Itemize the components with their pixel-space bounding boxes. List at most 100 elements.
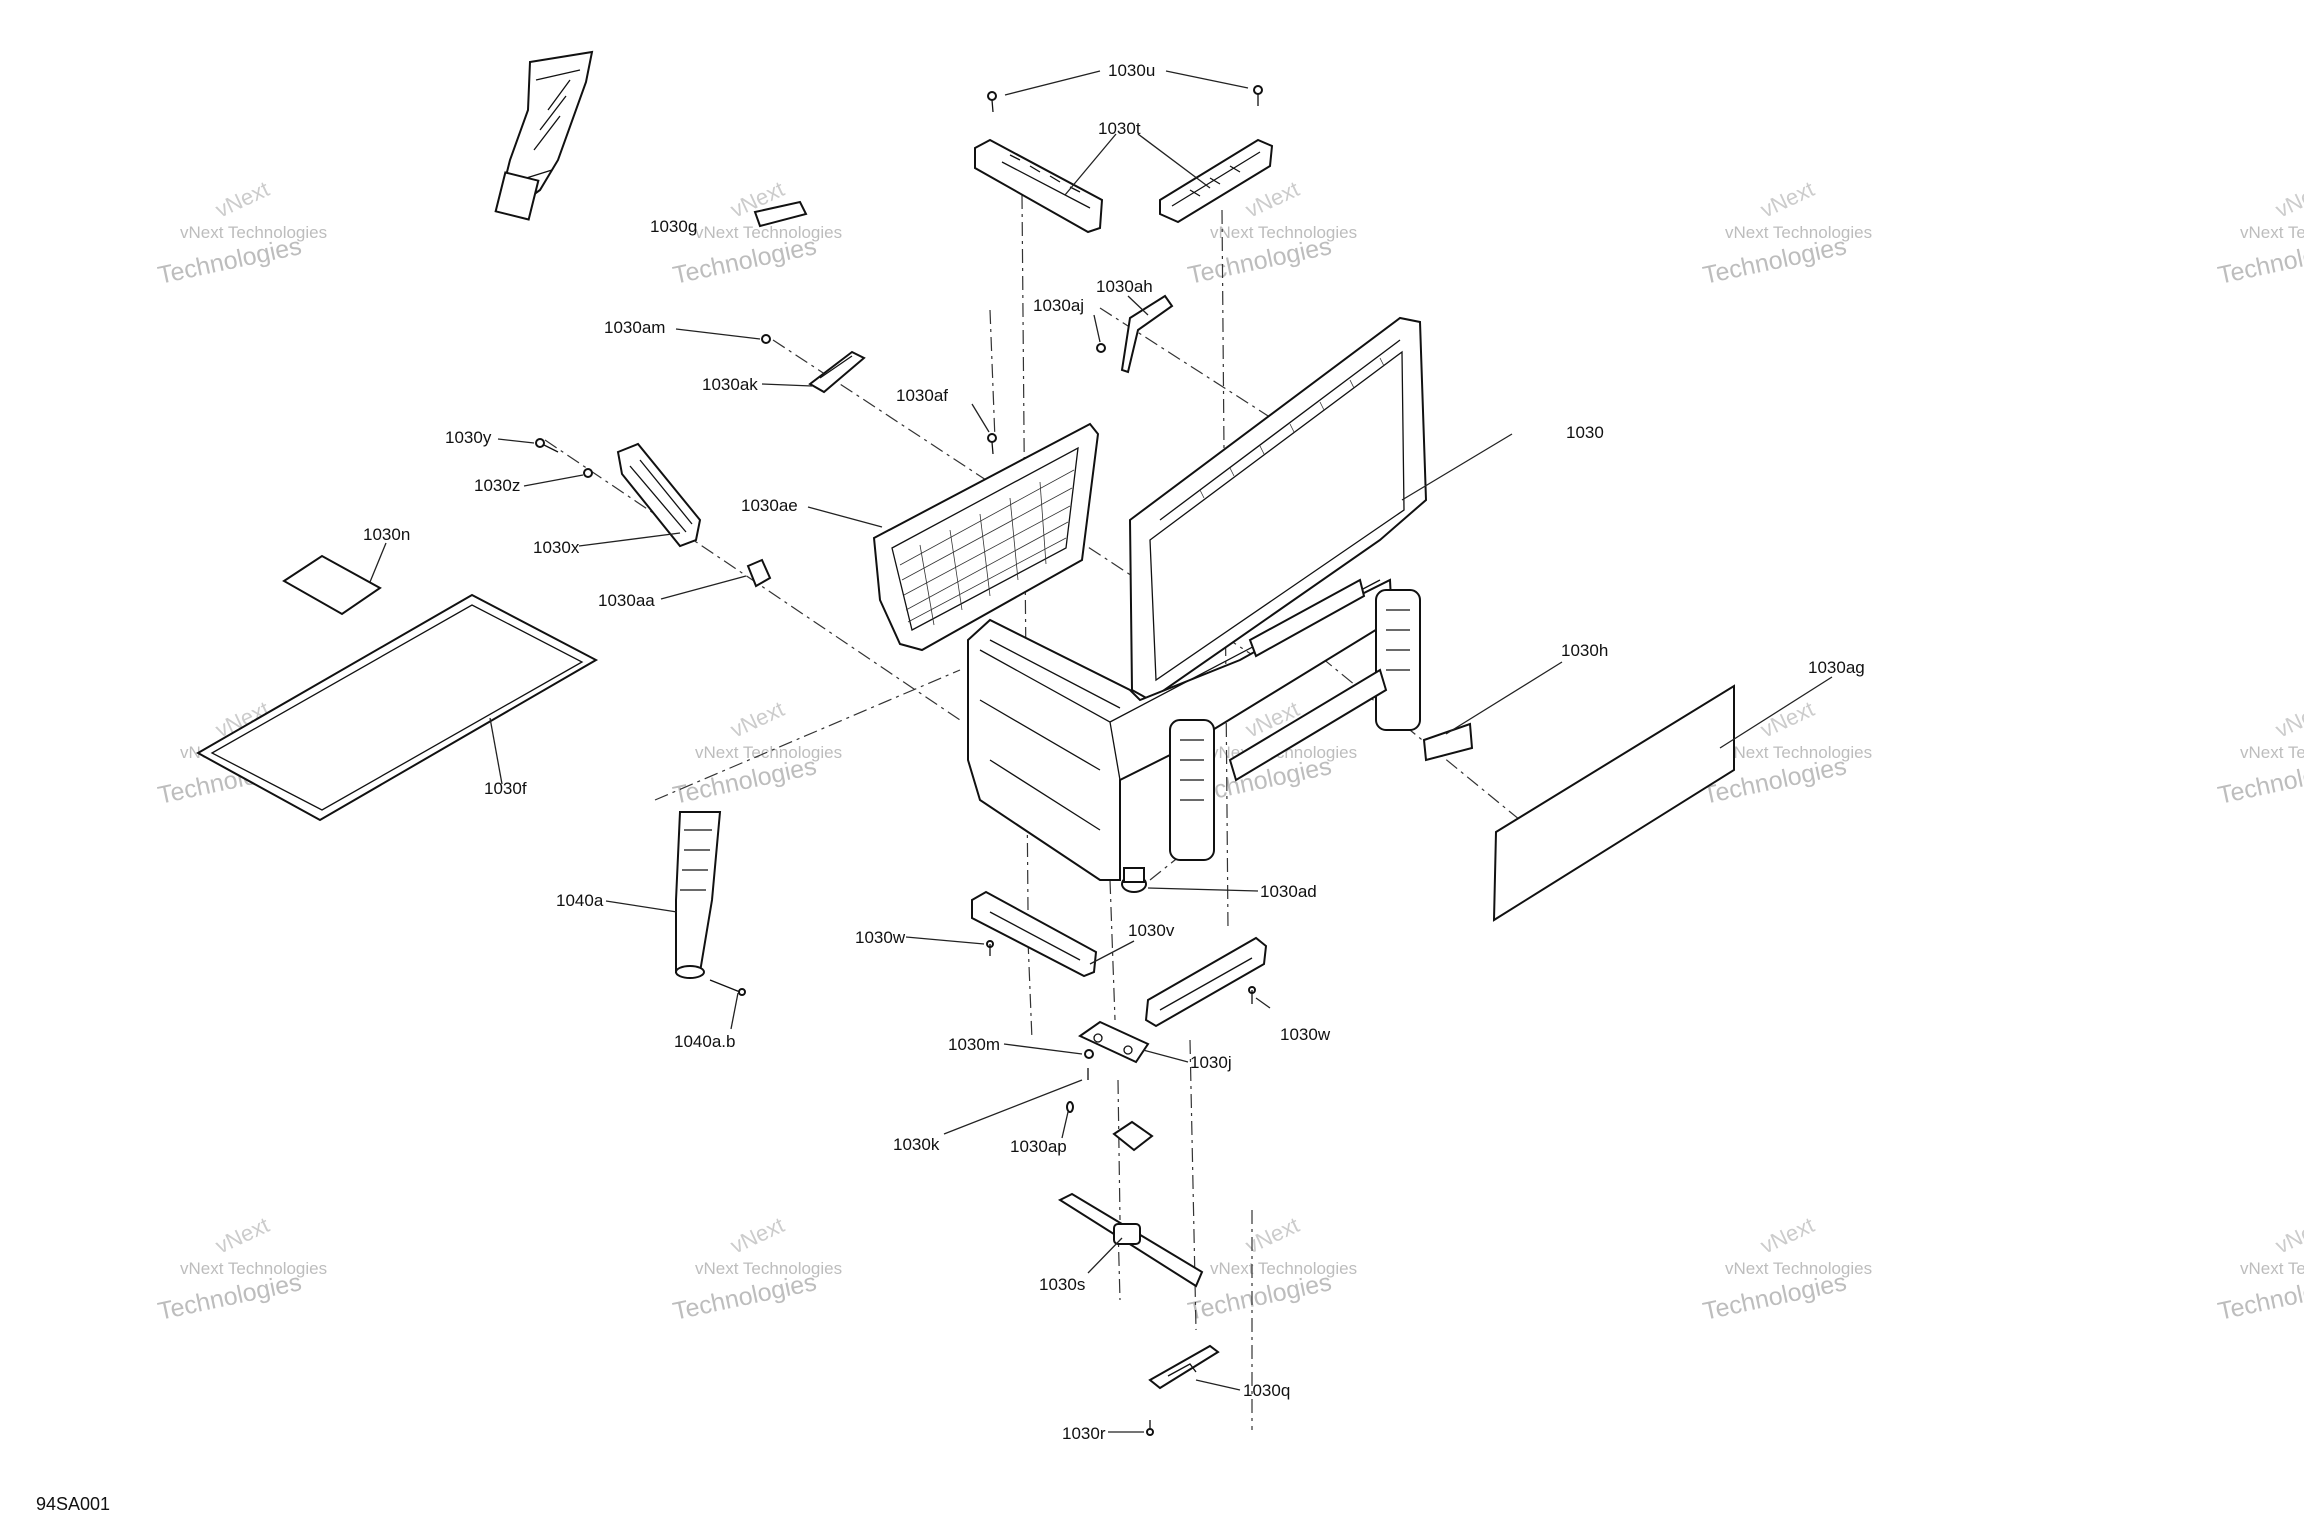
callout-1030u: 1030u xyxy=(1108,61,1155,80)
watermark-line1: vNext Technologies xyxy=(1210,223,1357,242)
watermark: vNext vNext Technologies Technologies xyxy=(2215,1212,2304,1326)
callout-1030s: 1030s xyxy=(1039,1275,1085,1294)
watermark: vNext vNext Technologies Technologies xyxy=(1185,1212,1357,1326)
callout-1030r: 1030r xyxy=(1062,1424,1106,1443)
plate-1030ak xyxy=(808,350,866,394)
callout-1030ag: 1030ag xyxy=(1808,658,1865,677)
callout-1030aj: 1030aj xyxy=(1033,296,1084,315)
callout-1030t: 1030t xyxy=(1098,119,1141,138)
callout-1030w-right: 1030w xyxy=(1280,1025,1331,1044)
callout-1030g: 1030g xyxy=(650,217,697,236)
foot-1030v-left xyxy=(971,890,1098,978)
watermark: vNext vNext Technologies Technologies xyxy=(670,696,842,810)
decal-1030h xyxy=(1422,722,1474,762)
bracket-1030t-right xyxy=(1159,138,1274,224)
watermark-cross: vNext xyxy=(212,176,274,222)
callout-1030ak: 1030ak xyxy=(702,375,758,394)
watermark-cross: vNext xyxy=(2272,1212,2304,1258)
screw-1030af xyxy=(987,433,997,455)
callout-1030q: 1030q xyxy=(1243,1381,1290,1400)
watermark-line1: vNext Technologies xyxy=(2240,1259,2304,1278)
watermark-line1: vNext Technologies xyxy=(2240,223,2304,242)
watermark-cross: vNext xyxy=(727,1212,789,1258)
watermark-line1: vNext Technologies xyxy=(180,1259,327,1278)
callout-1030aa: 1030aa xyxy=(598,591,655,610)
callout-1030k: 1030k xyxy=(893,1135,940,1154)
callout-1040a: 1040a xyxy=(556,891,604,910)
callout-1030z: 1030z xyxy=(474,476,520,495)
watermark-line1: vNext Technologies xyxy=(695,223,842,242)
watermark-cross: vNext xyxy=(727,696,789,742)
bracket-1030q xyxy=(1148,1344,1220,1390)
watermark-line1: vNext Technologies xyxy=(180,223,327,242)
watermark-line1: vNext Technologies xyxy=(1725,743,1872,762)
watermark-line1: vNext Technologies xyxy=(695,1259,842,1278)
callout-1030h: 1030h xyxy=(1561,641,1608,660)
figure-id: 94SA001 xyxy=(36,1494,111,1514)
washer-1030aj xyxy=(1096,343,1106,353)
screw-1030w-left xyxy=(986,940,994,956)
watermark: vNext vNext Technologies Technologies xyxy=(670,1212,842,1326)
callout-1030y: 1030y xyxy=(445,428,492,447)
callout-1030v: 1030v xyxy=(1128,921,1175,940)
clip-1030aa xyxy=(746,558,772,588)
box-leg-front xyxy=(1169,719,1215,861)
decal-1030g xyxy=(753,200,808,228)
screw-1030u-left xyxy=(987,91,997,113)
callout-1030w-left: 1030w xyxy=(855,928,906,947)
watermark-line1: vNext Technologies xyxy=(2240,743,2304,762)
callout-1030af: 1030af xyxy=(896,386,948,405)
strap-1030s xyxy=(1057,1192,1204,1288)
watermark-line1: vNext Technologies xyxy=(695,743,842,762)
washer-1030z xyxy=(583,468,593,478)
callout-1030m: 1030m xyxy=(948,1035,1000,1054)
screw-1030w-right xyxy=(1248,986,1256,1004)
watermark-cross: vNext xyxy=(1757,1212,1819,1258)
callout-1030am: 1030am xyxy=(604,318,665,337)
watermark-cross: vNext xyxy=(212,1212,274,1258)
bumper-1030ad xyxy=(1121,867,1147,893)
screw-1030y xyxy=(535,438,559,453)
screw-1030r xyxy=(1146,1420,1154,1436)
handle-1030x xyxy=(616,442,702,548)
rod-holder-leg-1040a xyxy=(675,811,722,979)
callout-1030: 1030 xyxy=(1566,423,1604,442)
mesh-lid-1030ae xyxy=(872,422,1100,652)
watermark-cross: vNext xyxy=(2272,176,2304,222)
callout-1040a-b: 1040a.b xyxy=(674,1032,735,1051)
callout-1030f: 1030f xyxy=(484,779,527,798)
box-leg-back xyxy=(1375,589,1421,731)
watermark: vNext vNext Technologies Technologies xyxy=(1700,1212,1872,1326)
screw-1040a-b xyxy=(709,979,746,996)
watermark-line1: vNext Technologies xyxy=(1725,223,1872,242)
washer-1030am xyxy=(761,334,771,344)
rod-holder-leg-top xyxy=(494,50,594,221)
watermark-line1: vNext Technologies xyxy=(1210,1259,1357,1278)
callout-1030ah: 1030ah xyxy=(1096,277,1153,296)
mount-plate-1030j xyxy=(1078,1020,1150,1064)
leader-lines xyxy=(369,70,1833,1433)
watermark-line1: vNext Technologies xyxy=(1725,1259,1872,1278)
callout-1030ae: 1030ae xyxy=(741,496,798,515)
callout-1030x: 1030x xyxy=(533,538,580,557)
pad-1030ap xyxy=(1112,1120,1154,1152)
parts xyxy=(195,50,1735,1436)
watermark-cross: vNext xyxy=(1242,1212,1304,1258)
watermark-cross: vNext xyxy=(2272,696,2304,742)
watermark-layer: vNext vNext Technologies Technologies vN… xyxy=(155,176,2304,1326)
washer-1030m xyxy=(1084,1049,1094,1059)
card-1030n xyxy=(282,554,382,616)
nut-1030ap xyxy=(1066,1101,1074,1113)
callout-1030ap: 1030ap xyxy=(1010,1137,1067,1156)
callout-1030ad: 1030ad xyxy=(1260,882,1317,901)
watermark: vNext vNext Technologies Technologies xyxy=(155,176,327,290)
watermark-cross: vNext xyxy=(1757,176,1819,222)
watermark: vNext vNext Technologies Technologies xyxy=(1700,176,1872,290)
screw-1030u-right xyxy=(1253,85,1263,106)
watermark-cross: vNext xyxy=(1242,176,1304,222)
callout-1030j: 1030j xyxy=(1190,1053,1232,1072)
box-rail xyxy=(1228,578,1388,782)
panel-1030ag xyxy=(1492,684,1735,922)
latch-1030ah xyxy=(1120,294,1174,374)
